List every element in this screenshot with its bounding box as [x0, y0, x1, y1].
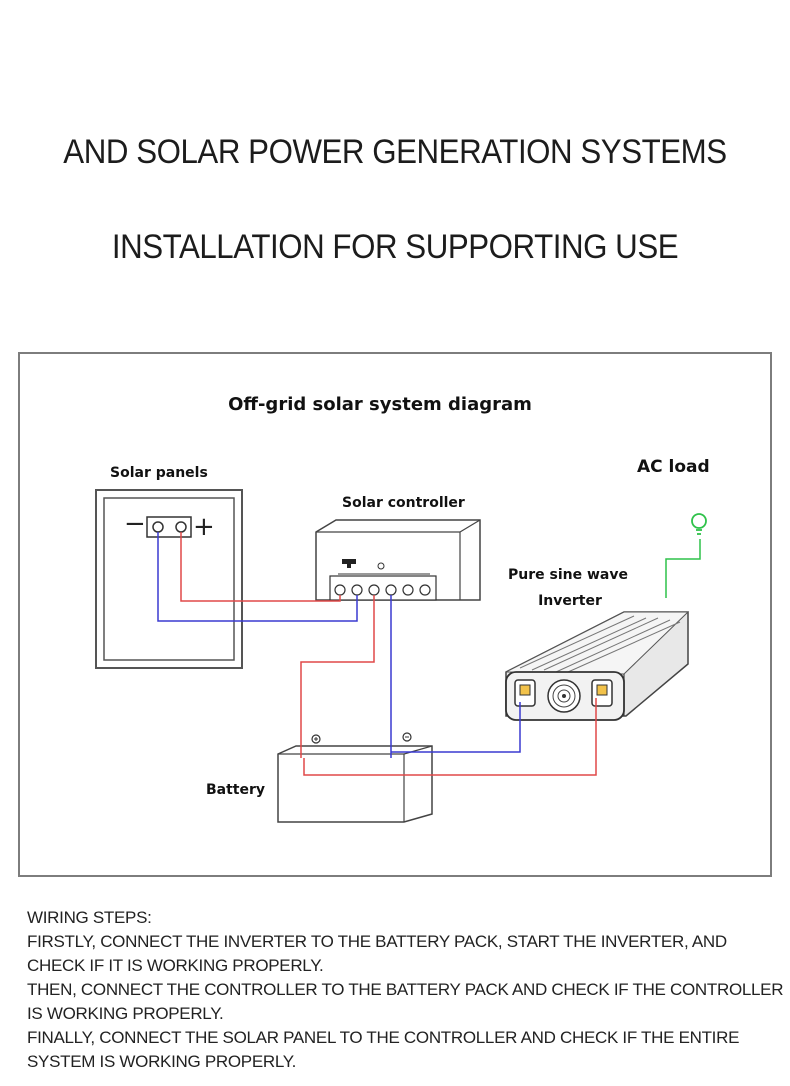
solar-panels-label: Solar panels — [110, 465, 208, 481]
heading-line-1: AND SOLAR POWER GENERATION SYSTEMS — [63, 133, 727, 171]
diagram-title: Off-grid solar system diagram — [228, 394, 532, 415]
off-grid-diagram: Off-grid solar system diagram Solar pane… — [95, 394, 710, 823]
wiring-step-3: FINALLY, CONNECT THE SOLAR PANEL TO THE … — [27, 1028, 740, 1071]
diagram-frame: Off-grid solar system diagram Solar pane… — [18, 352, 772, 877]
panel-plus-sign: + — [193, 512, 215, 542]
inverter — [505, 611, 690, 721]
inverter-label-line2: Inverter — [538, 593, 602, 609]
wiring-steps-heading: WIRING STEPS: — [27, 908, 152, 927]
ac-load-label: AC load — [637, 457, 710, 477]
ac-load-bulb-icon — [691, 513, 707, 535]
wiring-step-2: THEN, CONNECT THE CONTROLLER TO THE BATT… — [27, 980, 784, 1023]
ac-output-wire — [665, 539, 701, 598]
inverter-label-line1: Pure sine wave — [508, 567, 628, 583]
heading-line-2: INSTALLATION FOR SUPPORTING USE — [111, 228, 679, 266]
battery-label: Battery — [206, 782, 265, 798]
solar-controller — [315, 519, 481, 601]
solar-panel: − + — [95, 489, 243, 669]
wiring-steps: WIRING STEPS: FIRSTLY, CONNECT THE INVER… — [27, 906, 787, 1074]
solar-controller-label: Solar controller — [342, 495, 465, 511]
panel-minus-sign: − — [124, 509, 146, 539]
wires — [157, 532, 597, 776]
wiring-step-1: FIRSTLY, CONNECT THE INVERTER TO THE BAT… — [27, 932, 727, 975]
